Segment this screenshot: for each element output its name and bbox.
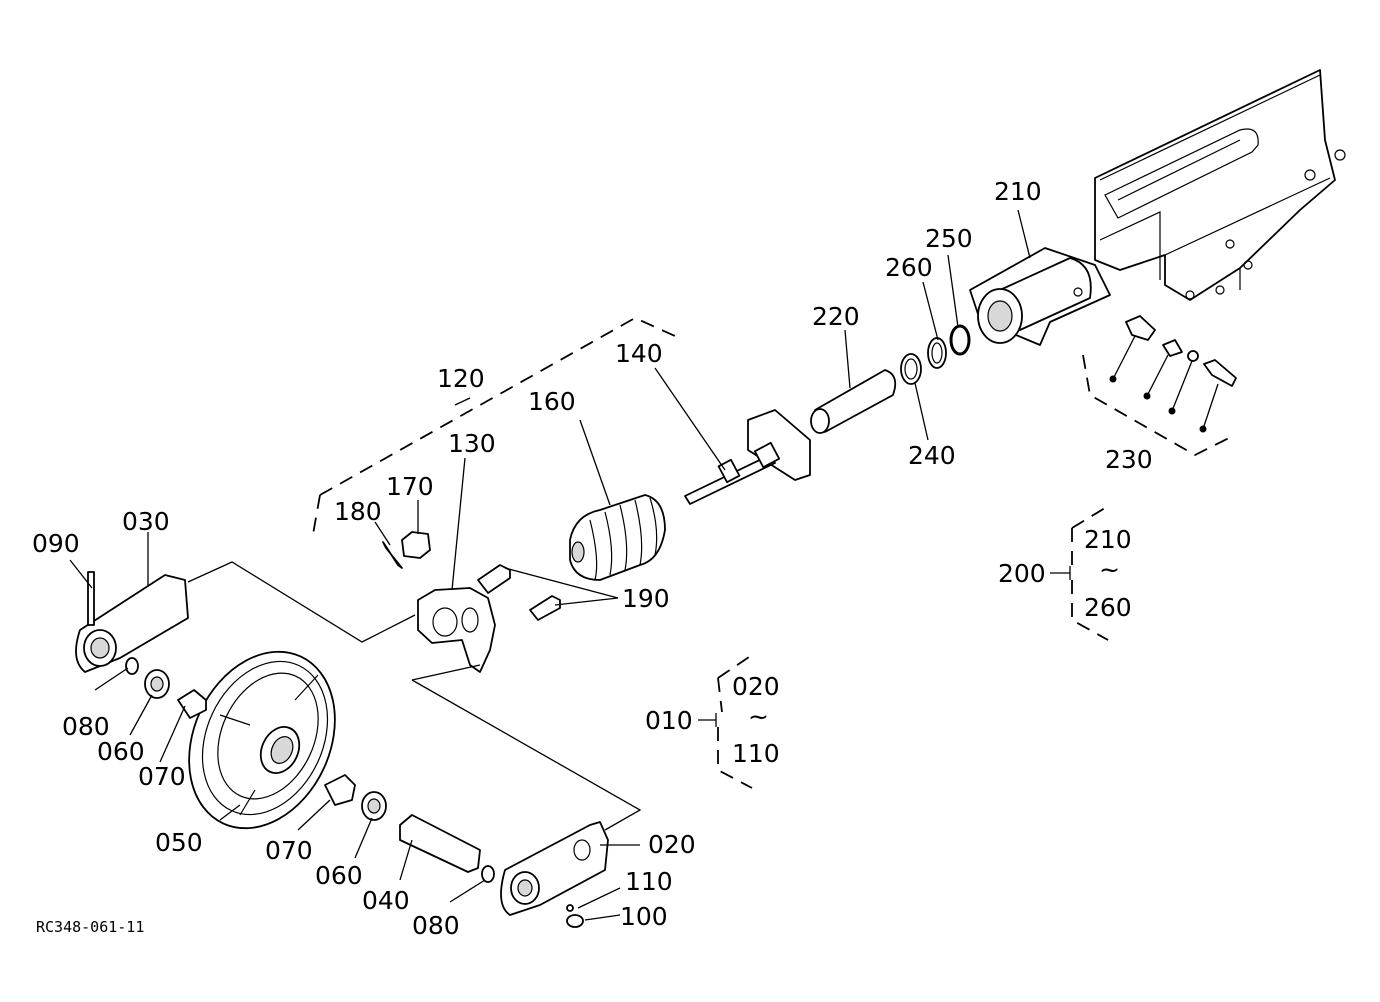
label-070-right: 070 (265, 836, 313, 865)
label-170: 170 (386, 472, 434, 501)
drawing-code: RC348-061-11 (36, 918, 144, 936)
cylinder-210 (969, 247, 1111, 346)
label-220: 220 (812, 302, 860, 331)
bushings-and-seals (125, 657, 387, 821)
piston-220 (810, 369, 897, 434)
label-240: 240 (908, 441, 956, 470)
label-020: 020 (648, 830, 696, 859)
label-110: 110 (625, 867, 673, 896)
rings-240-250-260 (900, 324, 971, 385)
grease-fittings-230 (1082, 315, 1237, 457)
label-100: 100 (620, 902, 668, 931)
part-labels: 090 030 080 060 070 050 070 060 040 080 … (32, 177, 1153, 940)
leader-lines (69, 209, 1031, 921)
label-260: 260 (885, 253, 933, 282)
assembly-guide-lines (187, 316, 676, 831)
group-200-bottom: 260 (1084, 593, 1132, 622)
label-200: 200 (998, 559, 1046, 588)
group-bracket-010 (698, 654, 753, 789)
label-210: 210 (994, 177, 1042, 206)
group-010-top: 020 (732, 672, 780, 701)
label-160: 160 (528, 387, 576, 416)
idler-bracket-020 (500, 821, 609, 928)
spring-160 (569, 494, 666, 581)
label-010: 010 (645, 706, 693, 735)
nut-170-pin-180 (382, 531, 431, 569)
label-040: 040 (362, 886, 410, 915)
rod-140 (684, 409, 811, 505)
label-050: 050 (155, 828, 203, 857)
label-060-right: 060 (315, 861, 363, 890)
group-010-bottom: 110 (732, 739, 780, 768)
label-180: 180 (334, 497, 382, 526)
track-frame (1094, 69, 1346, 301)
label-030: 030 (122, 507, 170, 536)
label-120: 120 (437, 364, 485, 393)
label-130: 130 (448, 429, 496, 458)
group-200-top: 210 (1084, 525, 1132, 554)
group-200-tilde: ~ (1099, 555, 1120, 584)
label-090: 090 (32, 529, 80, 558)
label-060-left: 060 (97, 737, 145, 766)
group-010-tilde: ~ (748, 702, 769, 731)
label-230: 230 (1105, 445, 1153, 474)
group-bracket-200 (1050, 507, 1109, 641)
label-250: 250 (925, 224, 973, 253)
idler-bracket-030 (75, 571, 189, 673)
label-070-left: 070 (138, 762, 186, 791)
bracket-130 (417, 564, 561, 673)
label-080-left: 080 (62, 712, 110, 741)
label-080-right: 080 (412, 911, 460, 940)
label-190: 190 (622, 584, 670, 613)
label-140: 140 (615, 339, 663, 368)
shaft-040 (399, 814, 495, 883)
idler-wheel-050 (188, 650, 336, 830)
